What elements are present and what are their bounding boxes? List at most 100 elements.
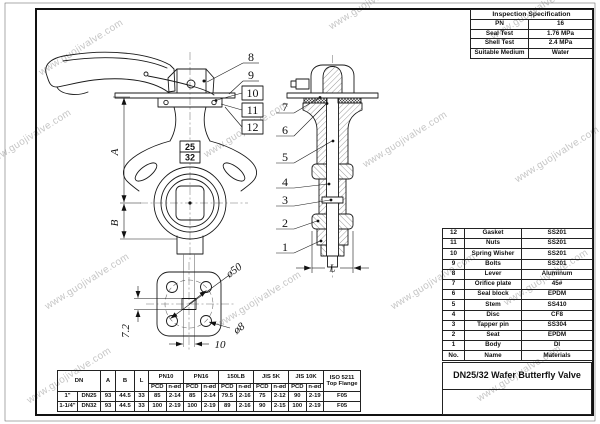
val-jis5k-nd: 2-12 — [270, 391, 290, 402]
part-no: 7 — [442, 278, 465, 291]
callout-5: 5 — [282, 150, 288, 164]
size-inch: 1-1/4" — [57, 401, 78, 412]
callout-4: 4 — [282, 175, 288, 189]
inspection-label: Shell Test — [470, 38, 529, 50]
part-name: Spring Wisher — [464, 248, 522, 260]
stopper-clip — [295, 78, 310, 90]
stem-head-section — [322, 66, 343, 94]
inspection-title: Inspection Specification — [470, 9, 593, 20]
part-material: SS201 — [521, 248, 593, 260]
inspection-value: Water — [528, 48, 593, 59]
bore-size-top: 25 — [185, 142, 195, 152]
part-name: Orifice plate — [464, 278, 522, 291]
sub-pcd: PCD — [253, 383, 272, 392]
val-a: 93 — [100, 391, 117, 402]
orifice-plate-section — [286, 92, 379, 99]
outer-border — [4, 2, 596, 422]
left-ear-slot — [134, 162, 158, 182]
part-no: 9 — [442, 258, 465, 270]
part-material: 45# — [521, 278, 593, 291]
val-a: 93 — [100, 401, 117, 412]
dimension-bolt-circle: ø50 — [170, 261, 245, 319]
val-jis10k-pcd: 90 — [288, 391, 307, 402]
flange-plate-outline — [156, 271, 222, 337]
seal-block-left — [303, 97, 328, 104]
part-no: 11 — [442, 238, 465, 250]
drawing-title: DN25/32 Wafer Butterfly Valve — [442, 362, 592, 390]
inspection-row: Seal Test 1.76 MPa — [470, 28, 593, 40]
val-l: 33 — [134, 401, 150, 412]
inspection-value: 2.4 MPa — [528, 38, 593, 50]
dimension-square-width: 10 — [169, 339, 226, 351]
inspection-specification-table: Inspection Specification PN 16 Seal Test… — [470, 9, 593, 59]
bore-size-bottom: 32 — [185, 153, 195, 163]
inspection-row: Suitable Medium Water — [470, 48, 593, 59]
part-name: Tapper pin — [464, 319, 522, 331]
callout-8: 8 — [248, 50, 254, 64]
bottom-boss — [176, 235, 204, 255]
disc-face — [175, 185, 205, 221]
part-material: CF8 — [521, 309, 593, 321]
callout-7: 7 — [282, 100, 288, 114]
col-pn10: PN10 — [148, 370, 185, 384]
dim-data-row: 1" DN25 93 44.5 33 85 2-14 85 2-14 79.5 … — [57, 391, 362, 402]
callout-10: 10 — [247, 86, 259, 100]
val-b: 44.5 — [115, 391, 136, 402]
callout-9: 9 — [248, 68, 254, 82]
val-pn10-pcd: 85 — [148, 391, 167, 402]
sub-nd: n-ød — [270, 383, 290, 392]
callouts-section-view: 7 6 5 4 3 2 1 — [276, 96, 335, 254]
bolt-circle — [164, 279, 214, 329]
title-empty-row — [442, 388, 592, 415]
seat-circle — [165, 178, 215, 228]
val-pn16-pcd: 100 — [183, 401, 202, 412]
inspection-label: Seal Test — [470, 28, 529, 40]
neck-right — [203, 106, 211, 142]
lever-handle — [45, 51, 215, 96]
left-ear — [122, 140, 171, 192]
stem-bottom-stub — [327, 255, 338, 268]
parts-footer-name: Name — [464, 350, 522, 362]
val-150lb-nd: 2-16 — [235, 391, 255, 402]
val-jis10k-pcd: 100 — [288, 401, 307, 412]
val-pn16-nd: 2-19 — [200, 401, 220, 412]
sub-pcd: PCD — [288, 383, 307, 392]
part-no: 12 — [442, 227, 465, 240]
dim-L-label: L — [328, 263, 335, 275]
dimension-square-height: 7.2 — [120, 286, 182, 338]
callout-1: 1 — [282, 240, 288, 254]
callout-3: 3 — [282, 193, 288, 207]
flange-hole — [166, 281, 178, 293]
part-name: Stem — [464, 299, 522, 311]
title-block: DN25/32 Wafer Butterfly Valve — [442, 362, 592, 415]
part-name: Nuts — [464, 238, 522, 250]
dia-50-label: ø50 — [223, 261, 245, 281]
body-outer-circle — [153, 166, 227, 240]
sub-pcd: PCD — [148, 383, 167, 392]
parts-footer-material: Materials — [521, 350, 593, 362]
val-pn10-pcd: 100 — [148, 401, 167, 412]
col-b: B — [115, 370, 136, 392]
part-no: 3 — [442, 319, 465, 331]
val-pn16-nd: 2-14 — [200, 391, 220, 402]
callout-2: 2 — [282, 216, 288, 230]
val-iso: F05 — [323, 391, 362, 402]
part-material: Aluminum — [521, 268, 593, 280]
part-material: EPDM — [521, 289, 593, 301]
callout-12: 12 — [247, 120, 259, 134]
part-material: EPDM — [521, 329, 593, 342]
dim-data-row: 1-1/4" DN32 93 44.5 33 100 2-19 100 2-19… — [57, 401, 362, 412]
size-dn: DN32 — [76, 401, 102, 412]
val-jis5k-pcd: 90 — [253, 401, 272, 412]
val-pn10-nd: 2-19 — [165, 401, 185, 412]
part-no: 10 — [442, 248, 465, 260]
tapper-pin-section — [321, 196, 344, 204]
part-name: Lever — [464, 268, 522, 280]
